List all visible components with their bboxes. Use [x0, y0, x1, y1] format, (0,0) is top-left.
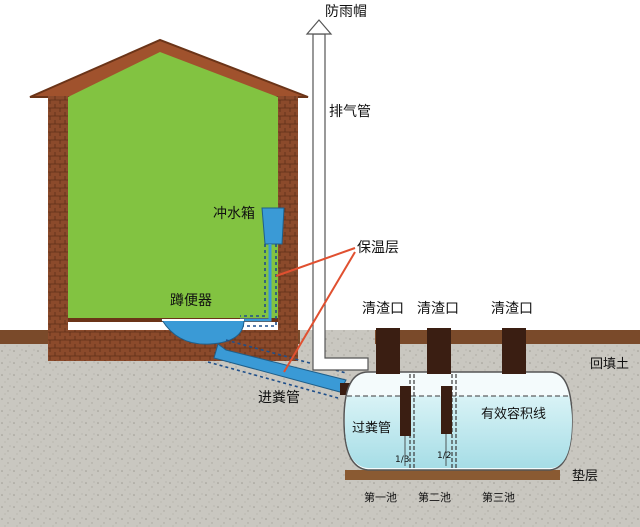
cleanout-1 [376, 328, 400, 374]
flush-system [240, 207, 285, 327]
house [29, 38, 309, 361]
inlet-insulation-bottom [207, 361, 339, 399]
house-right-wall [278, 96, 298, 361]
ratio-1-label: 1/3 [395, 455, 409, 465]
insulation-leaders [275, 247, 356, 373]
house-interior [68, 52, 278, 320]
cleanout-ports [376, 328, 526, 374]
insulation-label: 保温层 [357, 240, 399, 256]
transfer-pipe-1 [400, 386, 411, 436]
transfer-pipe-label: 过粪管 [352, 421, 391, 436]
house-left-wall [48, 96, 68, 361]
cleanout-3 [502, 328, 526, 374]
cushion-label: 垫层 [572, 468, 598, 484]
toilet-bowl [161, 319, 245, 345]
chamber-1-label: 第一池 [364, 490, 397, 504]
vent-pipe [305, 19, 369, 371]
cleanout-2 [427, 328, 451, 374]
flush-tank-label: 冲水箱 [213, 206, 255, 222]
effective-volume-label: 有效容积线 [481, 406, 546, 422]
rain-cap-icon [305, 19, 333, 35]
ratio-2-label: 1/2 [437, 451, 451, 461]
septic-tank [343, 371, 573, 480]
rain-cap-label: 防雨帽 [325, 4, 367, 20]
leader-line-1 [275, 247, 356, 277]
vent-pipe-body [312, 33, 369, 371]
cleanout-2-label: 清渣口 [417, 301, 459, 317]
chamber-3-label: 第三池 [482, 490, 515, 504]
house-floor [48, 330, 298, 361]
flush-insulation [240, 244, 266, 317]
chamber-2-label: 第二池 [418, 490, 451, 504]
backfill-label: 回填土 [590, 357, 629, 372]
cleanout-3-label: 清渣口 [491, 301, 533, 317]
leader-line-2 [283, 251, 356, 373]
inlet-pipe-label: 进粪管 [258, 390, 300, 406]
flush-tank [261, 207, 285, 245]
cleanout-1-label: 清渣口 [362, 301, 404, 317]
squat-toilet [161, 319, 245, 345]
squat-toilet-label: 蹲便器 [170, 293, 212, 309]
cushion-layer [345, 470, 560, 480]
brown-surface-layer-cut [300, 330, 375, 344]
transfer-pipe-2 [441, 386, 452, 434]
vent-pipe-label: 排气管 [329, 104, 371, 120]
flush-water-line [240, 244, 272, 322]
